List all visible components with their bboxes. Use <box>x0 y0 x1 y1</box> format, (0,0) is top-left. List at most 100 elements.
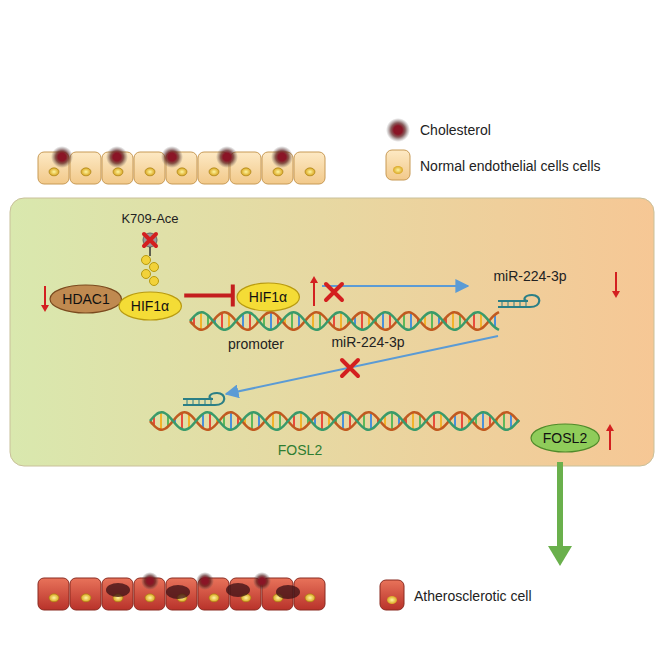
nucleus <box>273 168 283 176</box>
base-pair <box>361 312 363 330</box>
nucleus <box>305 594 315 602</box>
region-label: promoter <box>228 336 284 352</box>
base-pair <box>221 313 223 330</box>
cholesterol <box>271 146 293 168</box>
inhibition-connector <box>184 285 233 307</box>
nucleus <box>387 596 397 604</box>
level-arrow <box>609 429 611 450</box>
nucleus <box>81 168 91 176</box>
base-pair <box>431 312 433 330</box>
outcome-arrowhead <box>548 546 572 566</box>
base-pair <box>300 412 302 430</box>
base-pair <box>503 413 505 430</box>
dna-helix <box>150 412 519 430</box>
cholesterol <box>141 572 159 590</box>
level-arrow <box>44 286 46 307</box>
transcription-arrow <box>322 285 468 287</box>
normal-cell-icon <box>386 150 410 180</box>
block-cross <box>342 360 358 376</box>
cell <box>166 578 197 610</box>
legend-text: Atherosclerotic cell <box>414 588 532 604</box>
mirna-pair <box>205 399 206 405</box>
level-arrowhead <box>606 424 614 431</box>
mirna-pair <box>526 301 527 307</box>
base-pair <box>230 412 232 430</box>
block-cross <box>144 234 156 246</box>
legend-text: Normal endothelial cells cells <box>420 158 601 174</box>
base-pair <box>370 413 372 430</box>
base-pair <box>473 313 475 329</box>
base-pair <box>200 312 202 330</box>
cholesterol-icon <box>386 118 410 142</box>
legend-text: Cholesterol <box>420 122 491 138</box>
mirna-label: miR-224-3p <box>493 268 566 284</box>
cell <box>38 578 69 610</box>
mirna-hairpin <box>183 393 224 405</box>
fosl2-protein: FOSL2 <box>530 423 600 453</box>
promoter-bound-protein: HIF1α <box>236 282 300 312</box>
cell <box>70 152 101 184</box>
cholesterol <box>51 146 73 168</box>
inhibition-bar <box>231 285 235 307</box>
block-cross <box>326 284 342 300</box>
base-pair <box>382 313 384 330</box>
cholesterol <box>196 572 214 590</box>
ellipse <box>531 424 599 452</box>
protein-bead <box>150 277 159 286</box>
base-pair <box>249 313 251 330</box>
base-pair <box>342 413 344 430</box>
nucleus <box>145 594 155 602</box>
nucleus <box>145 168 155 176</box>
protein-bead <box>142 270 151 279</box>
base-pair <box>181 413 183 430</box>
mirna-pair <box>187 399 188 405</box>
nucleus <box>81 594 91 602</box>
nucleus <box>393 166 403 174</box>
mirna-pair <box>211 399 212 405</box>
dna-strand <box>150 412 519 430</box>
base-pair <box>270 312 272 330</box>
protein-name: HIF1α <box>249 289 287 305</box>
nucleus <box>241 168 251 176</box>
cholesterol <box>253 572 271 590</box>
cell-panel <box>10 198 654 466</box>
base-pair <box>391 412 393 430</box>
plaque <box>166 585 190 599</box>
acetyl-site <box>143 233 157 247</box>
plaque <box>226 583 250 597</box>
dna-strand <box>190 312 499 330</box>
atherosclerotic-cell-icon <box>380 580 404 610</box>
cholesterol <box>161 146 183 168</box>
level-arrowhead <box>310 276 318 283</box>
acetylated-protein: HIF1α <box>118 291 182 321</box>
gene-label: FOSL2 <box>278 442 322 458</box>
base-pair <box>340 312 342 330</box>
nucleus <box>49 594 59 602</box>
base-pair <box>319 313 321 329</box>
base-pair <box>272 413 274 429</box>
level-arrow <box>615 272 617 293</box>
nucleus <box>209 168 219 176</box>
base-pair <box>482 412 484 430</box>
nucleus <box>49 168 59 176</box>
nucleus <box>209 594 219 602</box>
mirna-pair <box>193 399 194 405</box>
cholesterol <box>106 146 128 168</box>
protein-bead <box>150 263 159 272</box>
base-pair <box>291 312 293 330</box>
plaque <box>276 585 300 599</box>
base-pair <box>433 413 435 429</box>
acetyl-link <box>149 247 151 256</box>
dna-helix <box>190 312 499 330</box>
cell <box>102 578 133 610</box>
symbols <box>41 118 620 610</box>
ellipse <box>50 285 121 313</box>
cholesterol <box>216 146 238 168</box>
base-pair <box>251 412 253 430</box>
normal-cell-row <box>38 146 325 184</box>
base-pair <box>410 313 412 330</box>
base-pair <box>209 413 211 430</box>
dna-strand <box>190 312 499 330</box>
dna-strand <box>150 412 519 430</box>
mirna-hairpin <box>498 295 539 307</box>
